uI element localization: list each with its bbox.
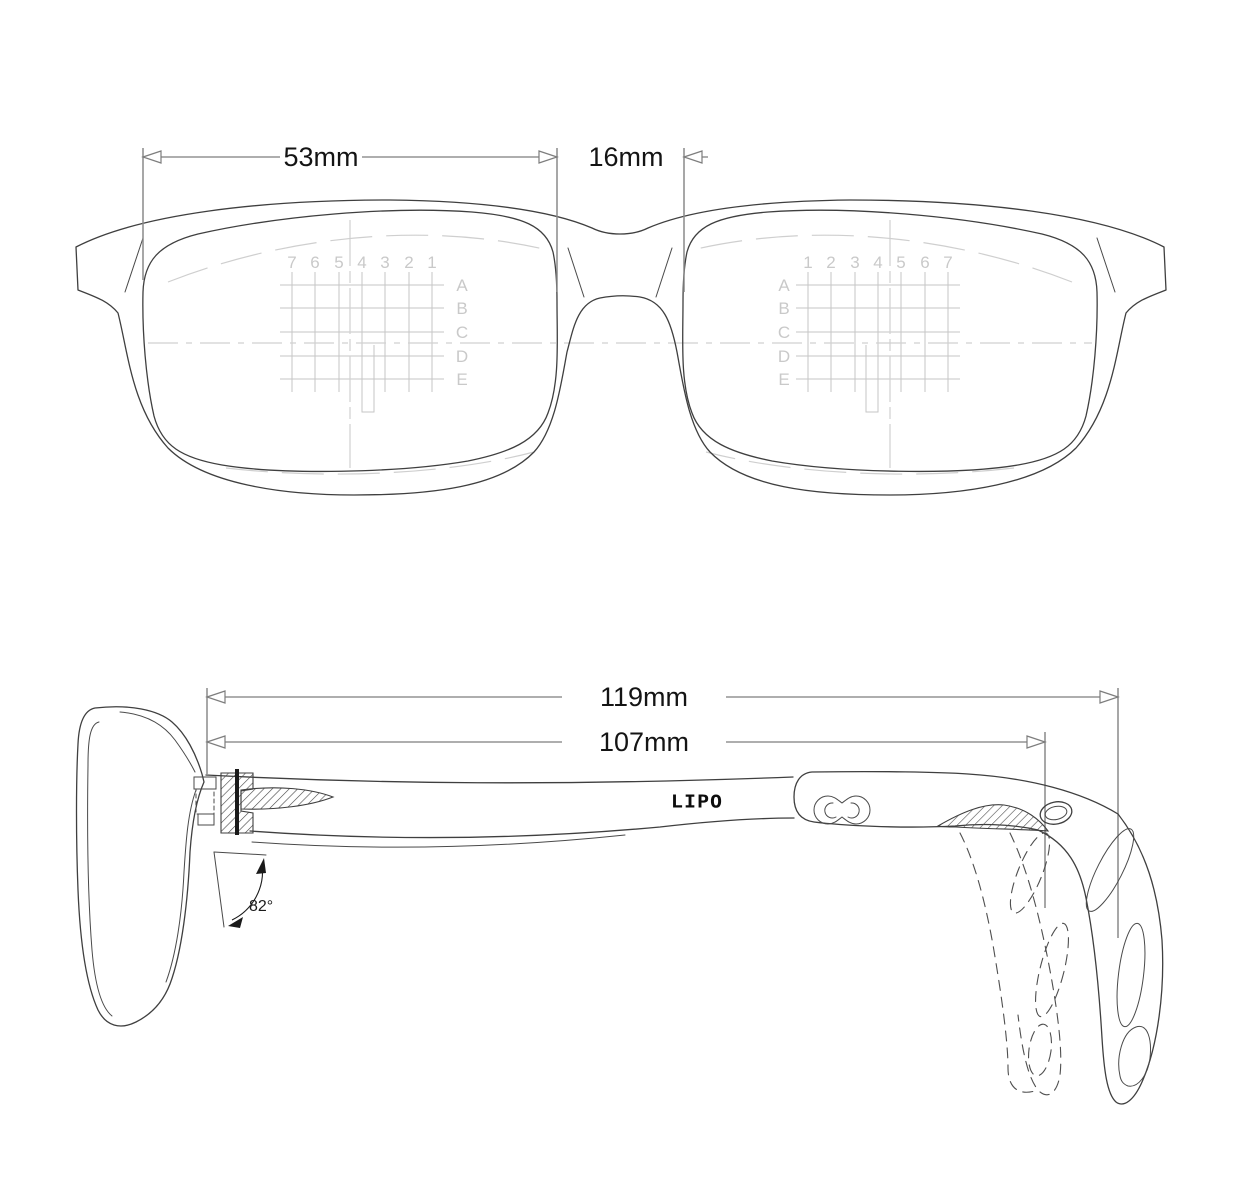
grid-row-label: B	[778, 299, 789, 318]
lens-width-label: 53mm	[283, 142, 358, 172]
grid-col-label: 4	[873, 253, 882, 272]
dim-arrow-right	[1026, 735, 1047, 749]
temple-paddle	[793, 770, 1164, 1105]
temple-to-bend-label: 107mm	[599, 727, 689, 757]
left-lens-measurement-grid: 7 6 5 4 3 2 1 A B C D E	[280, 220, 468, 468]
dim-arrow-right	[682, 150, 703, 164]
grid-col-label: 7	[287, 253, 296, 272]
grid-row-label: A	[456, 276, 468, 295]
grid-col-label: 6	[920, 253, 929, 272]
grid-row-label: E	[778, 370, 789, 389]
bridge-width-label: 16mm	[588, 142, 663, 172]
grid-col-label: 1	[427, 253, 436, 272]
hinge-screw-bottom	[197, 813, 215, 826]
dimension-lens-width: 53mm	[141, 142, 559, 292]
angle-arrow-bottom	[228, 917, 243, 928]
temple-hole-inner	[1044, 805, 1068, 821]
frame-outer-silhouette	[75, 199, 1167, 496]
flex-hinge-ring-right	[847, 802, 860, 819]
grid-col-label: 5	[334, 253, 343, 272]
grid-row-label: B	[456, 299, 467, 318]
side-view: 119mm 107mm LIPO	[75, 682, 1164, 1105]
grid-row-label: A	[778, 276, 790, 295]
grid-row-label: D	[778, 347, 790, 366]
temple-cutout-upper	[1085, 828, 1135, 912]
frame-joint-lines	[124, 237, 1116, 298]
temple-arm: LIPO	[205, 774, 795, 848]
grid-row-label: D	[456, 347, 468, 366]
dimension-temple-to-bend: 107mm	[205, 727, 1047, 908]
lens-side-profile	[75, 706, 205, 1027]
grid-col-label: 1	[803, 253, 812, 272]
grid-row-label: C	[778, 323, 790, 342]
brand-logo: LIPO	[671, 791, 723, 812]
temple-alternate-position	[959, 832, 1069, 1096]
temple-cutout-tip	[1118, 1025, 1151, 1087]
right-corridor-bracket	[865, 345, 879, 413]
temple-hole-outer	[1039, 801, 1073, 825]
grid-col-label: 5	[896, 253, 905, 272]
angle-arrow-top	[256, 858, 266, 874]
grid-col-label: 3	[380, 253, 389, 272]
grid-col-label: 4	[357, 253, 366, 272]
left-corridor-bracket	[361, 345, 375, 413]
hinge-tongue-section	[240, 787, 335, 810]
temple-overall-label: 119mm	[600, 682, 688, 712]
right-lens-opening	[682, 209, 1098, 473]
grid-col-label: 6	[310, 253, 319, 272]
grid-col-label: 3	[850, 253, 859, 272]
grip-pad-section	[936, 804, 1050, 832]
dimension-temple-overall: 119mm	[205, 682, 1120, 938]
grid-row-label: C	[456, 323, 468, 342]
temple-cutout-lower	[1116, 922, 1146, 1028]
dim-arrow-left	[141, 150, 162, 164]
left-lens-opening	[142, 209, 558, 473]
dimension-bridge-width: 16mm	[588, 142, 708, 292]
front-view: 7 6 5 4 3 2 1 A B C D E 1	[75, 142, 1167, 496]
pantoscopic-angle-label: 82°	[249, 898, 273, 915]
hinge-assembly	[193, 769, 335, 835]
flex-hinge-ring-left	[824, 802, 837, 819]
grid-col-label: 2	[404, 253, 413, 272]
dim-arrow-right	[1099, 690, 1120, 704]
grid-col-label: 7	[943, 253, 952, 272]
flex-hinge-cutout	[813, 795, 871, 825]
right-lens-measurement-grid: 1 2 3 4 5 6 7 A B C D E	[778, 220, 960, 468]
lens-edge-hints	[167, 234, 1073, 475]
dim-arrow-left	[205, 690, 226, 704]
grid-col-label: 2	[826, 253, 835, 272]
dim-arrow-right	[538, 150, 559, 164]
pantoscopic-angle-annotation: 82°	[213, 851, 273, 928]
grid-row-label: E	[456, 370, 467, 389]
dim-arrow-left	[205, 735, 226, 749]
